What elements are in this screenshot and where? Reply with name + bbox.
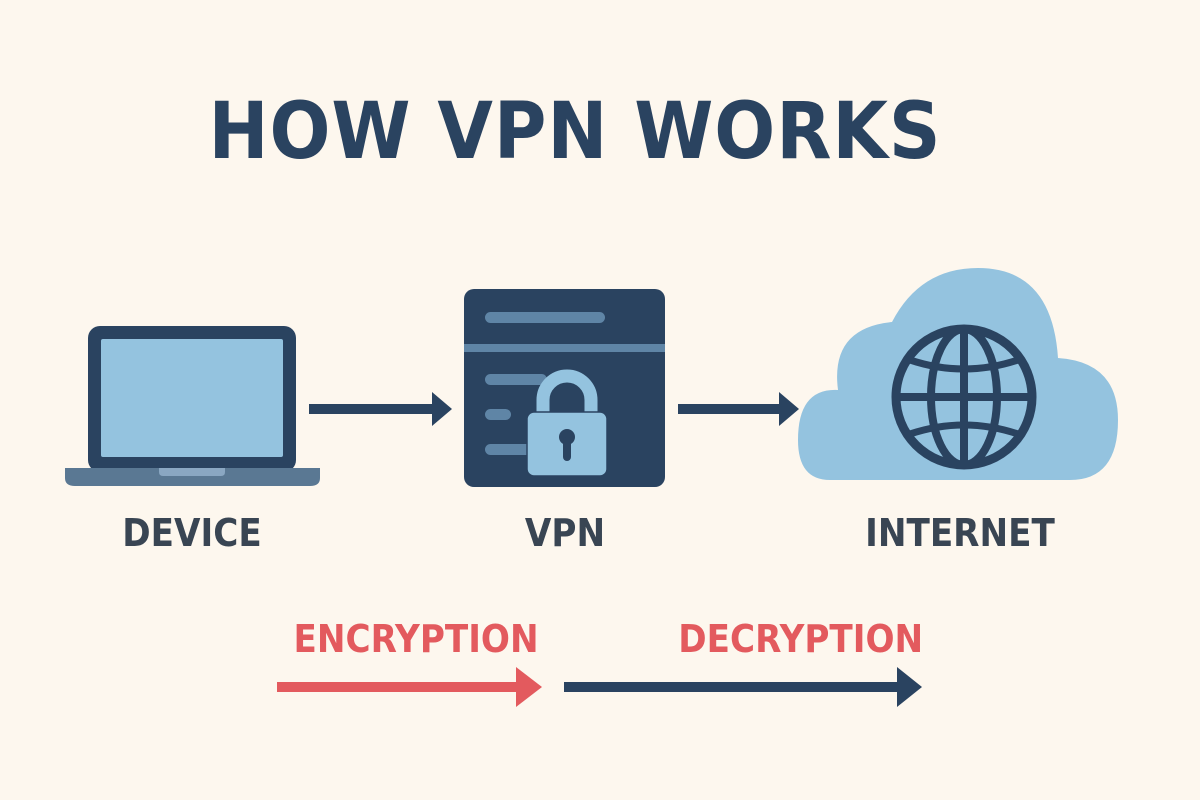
- padlock-server-icon: [464, 289, 665, 487]
- decryption-label: DECRYPTION: [678, 617, 924, 661]
- arrow-device-to-vpn: [309, 392, 452, 426]
- encryption-arrow: [277, 667, 542, 707]
- node-label-device: DEVICE: [122, 511, 262, 555]
- decryption-arrow: [564, 667, 922, 707]
- arrow-vpn-to-internet: [678, 392, 799, 426]
- encryption-label: ENCRYPTION: [293, 617, 539, 661]
- diagram-title: HOW VPN WORKS: [208, 87, 942, 177]
- node-label-internet: INTERNET: [865, 511, 1055, 555]
- laptop-icon: [65, 326, 320, 486]
- node-label-vpn: VPN: [524, 511, 606, 555]
- cloud-globe-icon: [798, 268, 1118, 480]
